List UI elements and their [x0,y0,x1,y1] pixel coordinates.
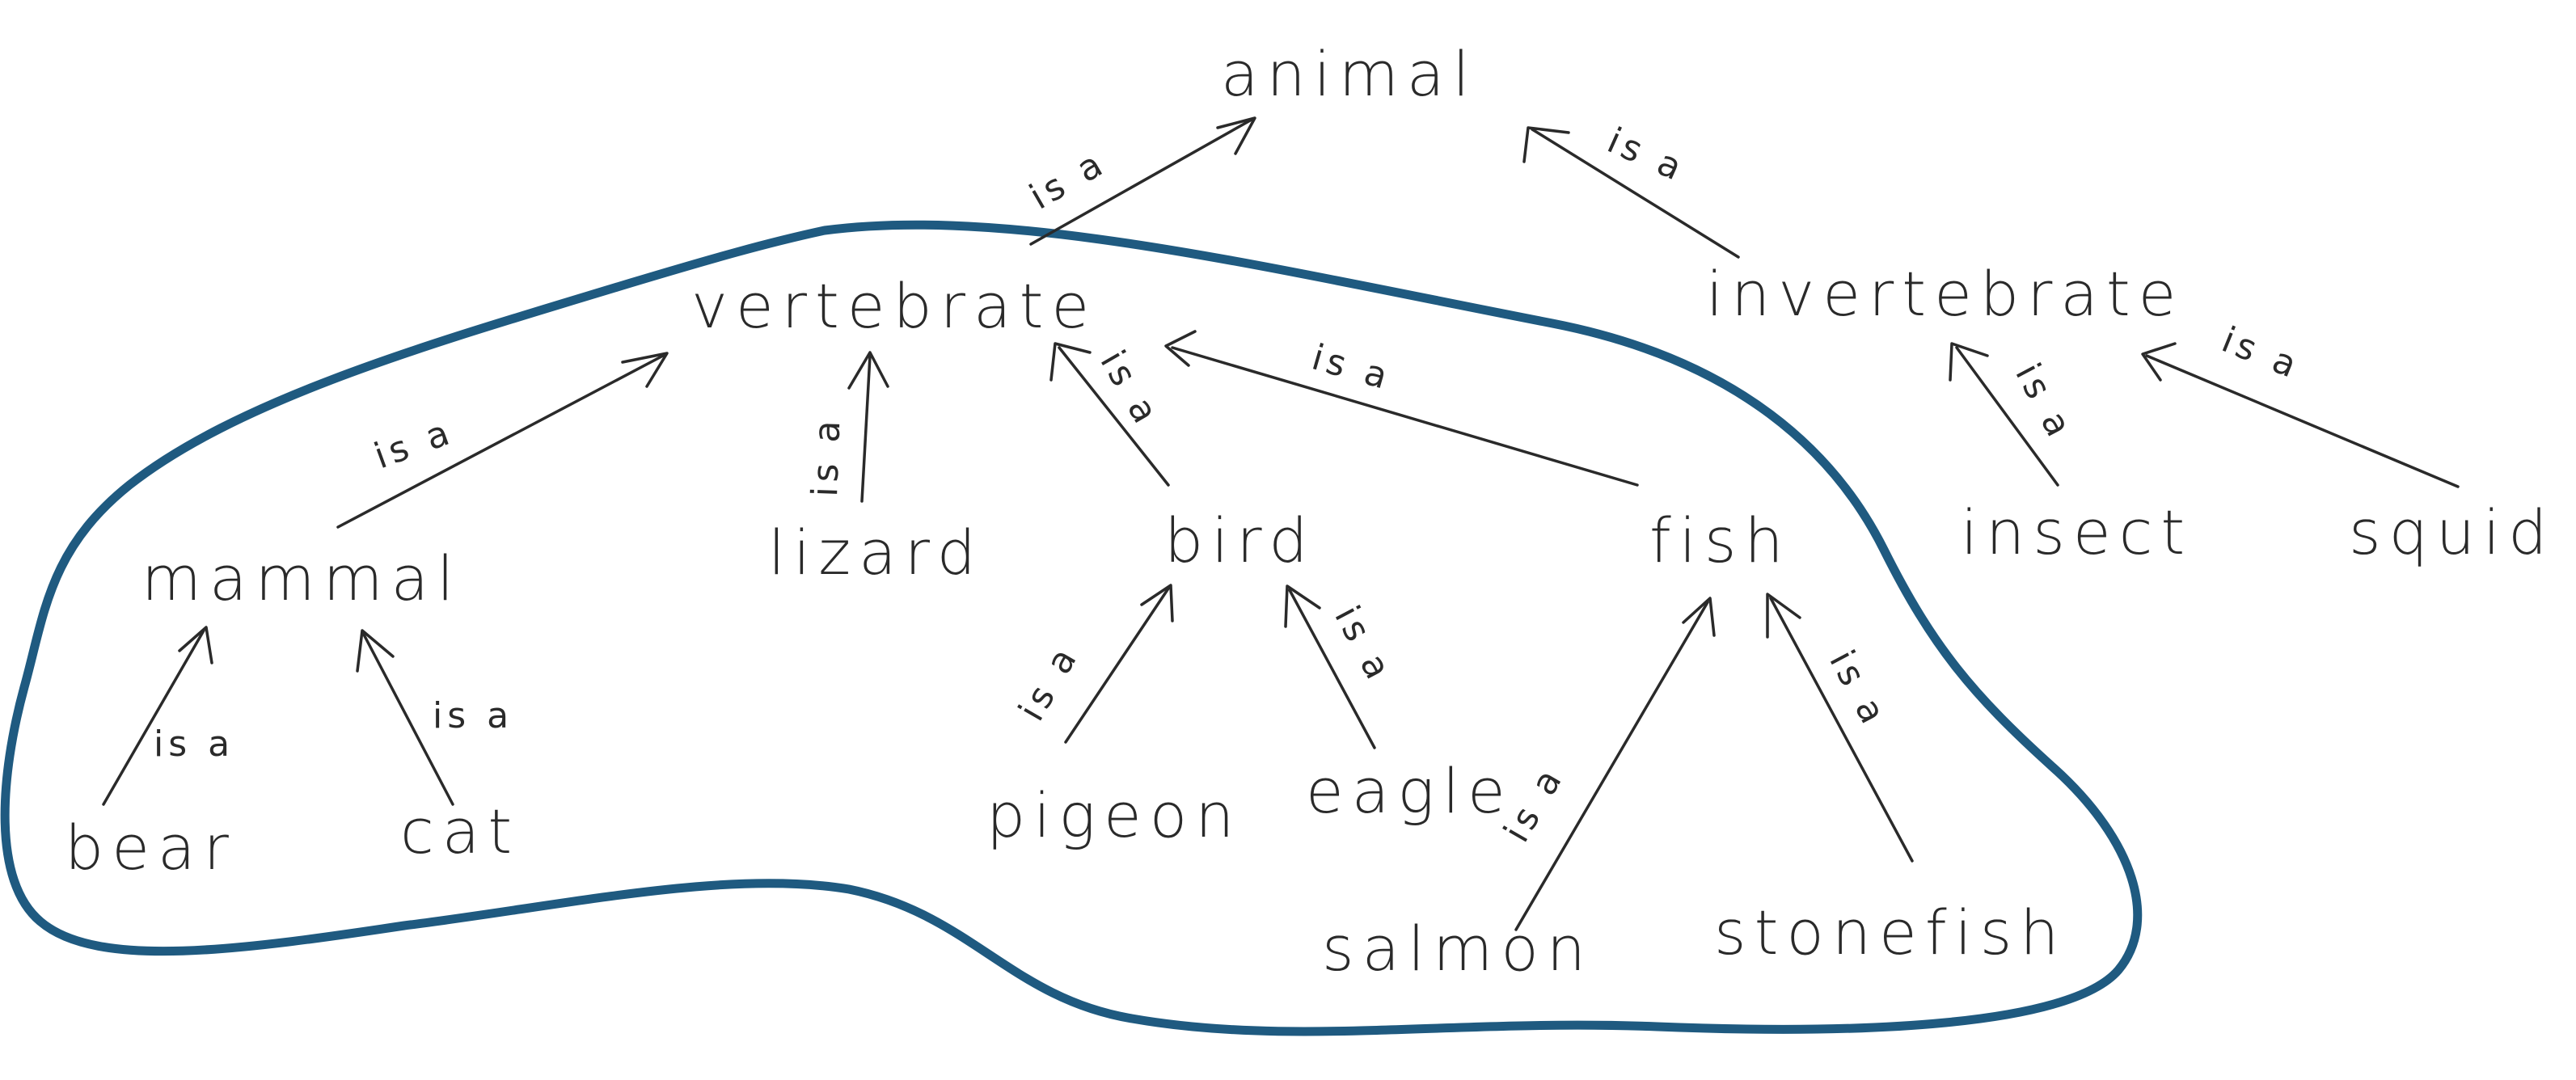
edge-salmon-fish: is a [1496,597,1716,931]
arrow-head-icon [621,352,669,388]
nodes: animal vertebrate invertebrate mammal li… [65,38,2555,985]
arrow-head-icon [2141,342,2177,382]
node-bird: bird [1164,504,1316,576]
edge-cat-mammal: is a [356,629,513,806]
edge-line [860,354,872,503]
edge-stonefish-fish: is a [1766,593,1914,863]
vertebrate-group-outline [0,220,2143,1036]
arrow-head-icon [1522,126,1570,163]
edge-label: is a [2216,319,2307,388]
edge-line [1064,587,1170,744]
node-insect: insect [1961,496,2193,568]
node-eagle: eagle [1306,755,1514,827]
edge-label: is a [2007,356,2081,447]
edge-label: is a [1821,643,1895,734]
node-vertebrate: vertebrate [691,270,1097,342]
edge-eagle-bird: is a [1284,584,1400,749]
arrow-head-icon [1682,597,1716,637]
edge-line [1288,589,1376,749]
edge-label: is a [154,724,234,765]
edge-fish-vertebrate: is a [1164,330,1639,487]
node-squid: squid [2349,496,2555,568]
node-salmon: salmon [1322,913,1594,985]
edge-bird-vertebrate: is a [1049,342,1170,487]
arrow-head-icon [356,629,395,673]
edge-lizard-vertebrate: is a [804,351,889,503]
edge-insect-invertebrate: is a [1949,342,2081,487]
edge-line [336,354,665,529]
arrow-head-icon [847,351,889,390]
node-cat: cat [400,795,520,867]
node-animal: animal [1221,38,1478,110]
node-pigeon: pigeon [986,779,1242,851]
arrow-head-icon [178,626,213,664]
edge-label: is a [1011,637,1087,728]
edge-line [1531,128,1740,259]
node-lizard: lizard [768,517,984,589]
edge-line [1514,601,1709,931]
arrow-head-icon [1049,342,1092,382]
edge-line [2145,354,2460,488]
edge-vertebrate-animal: is a [1023,116,1256,246]
edge-line [1171,346,1639,487]
edge-label: is a [433,695,513,736]
edge-label: is a [1092,344,1168,434]
node-mammal: mammal [141,542,462,614]
edge-label: is a [369,411,459,477]
edge-line [1058,346,1170,487]
edge-squid-invertebrate: is a [2141,319,2460,488]
node-bear: bear [65,812,237,884]
edge-bear-mammal: is a [102,626,234,806]
node-fish: fish [1649,504,1792,576]
edge-line [1769,597,1914,863]
node-invertebrate: invertebrate [1706,258,2184,330]
edge-line [362,633,454,806]
edge-mammal-vertebrate: is a [336,352,669,529]
arrow-head-icon [1949,342,1989,382]
arrow-head-icon [1164,330,1197,367]
edge-pigeon-bird: is a [1011,584,1174,744]
edge-line [1955,346,2059,487]
arrow-head-icon [1216,116,1256,155]
arrow-head-icon [1284,584,1321,628]
edge-line [102,629,205,806]
node-stonefish: stonefish [1714,896,2067,968]
edge-invertebrate-animal: is a [1522,120,1740,259]
edge-label: is a [1307,337,1396,399]
arrow-head-icon [1766,593,1801,639]
edge-label: is a [804,416,848,498]
edge-line [1029,118,1253,246]
arrow-head-icon [1140,584,1174,622]
